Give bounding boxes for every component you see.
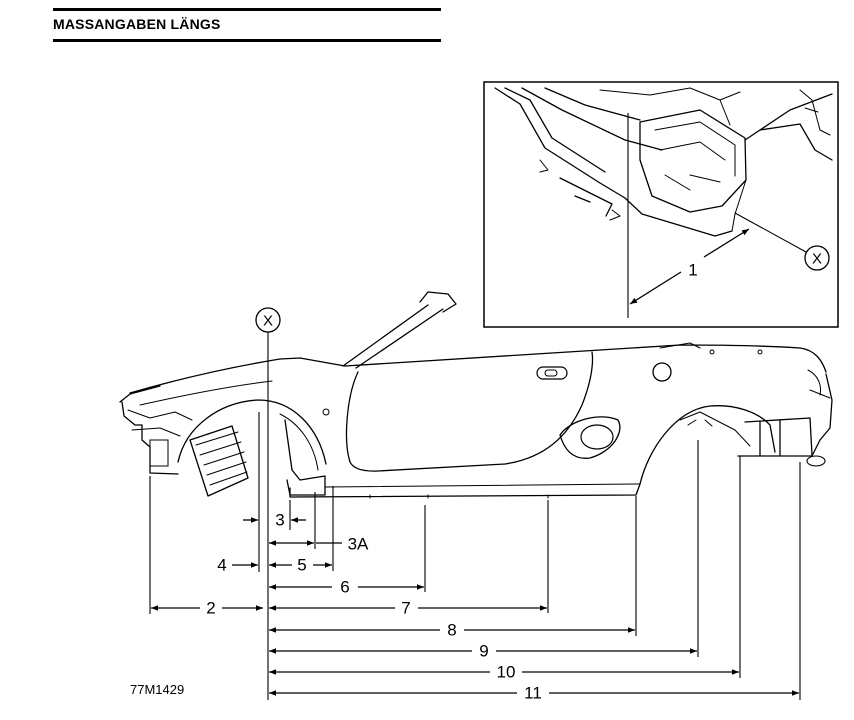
dimension-9: 9 — [269, 642, 697, 661]
door-handle-grip — [544, 369, 558, 377]
dimension-8-label: 8 — [447, 621, 456, 640]
inset-frame — [483, 81, 839, 328]
dimension-6-label: 6 — [340, 578, 349, 597]
inset-fender-inner — [759, 123, 833, 161]
sill — [289, 483, 641, 498]
inset-reference-label: X — [812, 251, 822, 268]
extension-lines — [149, 332, 801, 700]
sill-marks — [369, 494, 549, 499]
rear-deck-hole — [709, 349, 715, 355]
rear-deck-hole — [757, 349, 763, 355]
front-arch-inner — [279, 413, 319, 471]
inset-reference-circle — [804, 245, 830, 271]
side-intake-outer — [559, 416, 621, 459]
rear-wheel-arch — [639, 405, 776, 485]
dimension-9-label: 9 — [479, 642, 488, 661]
front-damper-hatching — [195, 431, 248, 486]
dimension-3: 3 — [243, 511, 306, 530]
inset-upper-rail — [521, 87, 663, 151]
main-reference-label: X — [263, 313, 273, 330]
inset-crossmember — [559, 177, 613, 217]
side-intake-inner — [580, 424, 614, 450]
nose-top — [119, 385, 161, 403]
bonnet-shut-line — [139, 380, 273, 406]
inset-bracket-right — [799, 89, 831, 136]
inset-small-brackets — [539, 159, 621, 221]
inset-tower-block — [639, 109, 747, 213]
front-bracket — [149, 439, 169, 467]
dimension-3-label: 3 — [275, 511, 284, 530]
dimension-1-line-right — [703, 228, 750, 258]
dimension-1-line-left — [629, 271, 682, 305]
shoulder-line — [344, 344, 827, 373]
rear-inner-arch — [679, 411, 751, 447]
dimension-2: 2 — [151, 599, 263, 618]
dimension-11-label: 11 — [524, 684, 542, 703]
dimension-10-label: 10 — [497, 663, 516, 682]
car-body-drawing — [119, 291, 833, 499]
windscreen-frame — [342, 291, 457, 369]
dimension-1-label: 1 — [688, 261, 697, 280]
inset-upper-rail-edge — [544, 87, 641, 121]
dimension-4: 4 — [217, 556, 258, 575]
inset-reference-leader — [734, 212, 807, 253]
rear-lamp-area — [807, 369, 831, 399]
dimension-2-label: 2 — [206, 599, 215, 618]
main-reference-marker: X — [255, 307, 281, 333]
dimension-11: 11 — [269, 684, 799, 703]
inset-tower-detail — [654, 121, 736, 191]
rear-end-outline — [737, 373, 833, 457]
dimension-6: 6 — [269, 578, 424, 597]
rocker-line — [324, 483, 641, 488]
front-damper-block — [189, 425, 249, 497]
front-wheelhouse — [284, 419, 326, 496]
inset-tower-leg — [731, 179, 747, 232]
dimension-4-label: 4 — [217, 556, 226, 575]
inset-lower-rail — [494, 87, 733, 237]
inset-top-members — [599, 87, 741, 126]
dimension-7: 7 — [269, 599, 547, 618]
inset-reference-marker: X — [734, 212, 830, 271]
door-outline — [345, 351, 594, 472]
windscreen-header — [419, 291, 457, 313]
dimension-10: 10 — [269, 663, 739, 682]
front-structure — [119, 385, 249, 497]
section-header: MASSANGABEN LÄNGS — [53, 8, 441, 42]
front-wheel-arch — [177, 399, 327, 465]
door-handle — [536, 366, 568, 380]
windscreen-pillar-rear — [355, 308, 444, 369]
inset-rail-edge — [504, 87, 606, 173]
rear-structure — [744, 417, 813, 456]
door-handle-recess — [536, 366, 568, 380]
inset-subframe-drawing — [494, 87, 833, 237]
dimension-3a: 3A — [269, 535, 369, 554]
fuel-filler-cap — [652, 362, 672, 382]
inset-detail: 1 X — [483, 81, 839, 328]
windscreen-pillar-front — [342, 304, 429, 367]
inset-fender-edge — [744, 93, 833, 141]
bonnet-line — [129, 357, 346, 394]
figure-code: 77M1429 — [130, 682, 184, 697]
dimension-3a-label: 3A — [348, 535, 369, 554]
body-hole — [322, 408, 330, 416]
page-title: MASSANGABEN LÄNGS — [53, 16, 221, 32]
tow-eye — [806, 455, 826, 467]
dimension-8: 8 — [269, 621, 635, 640]
inset-dimension-1: 1 — [629, 228, 750, 305]
nose-front — [121, 401, 179, 475]
dimension-5-label: 5 — [297, 556, 306, 575]
dimension-5: 5 — [269, 556, 332, 575]
rear-deck-bump — [659, 342, 701, 349]
dimension-7-label: 7 — [401, 599, 410, 618]
front-inner-lines — [127, 409, 193, 437]
